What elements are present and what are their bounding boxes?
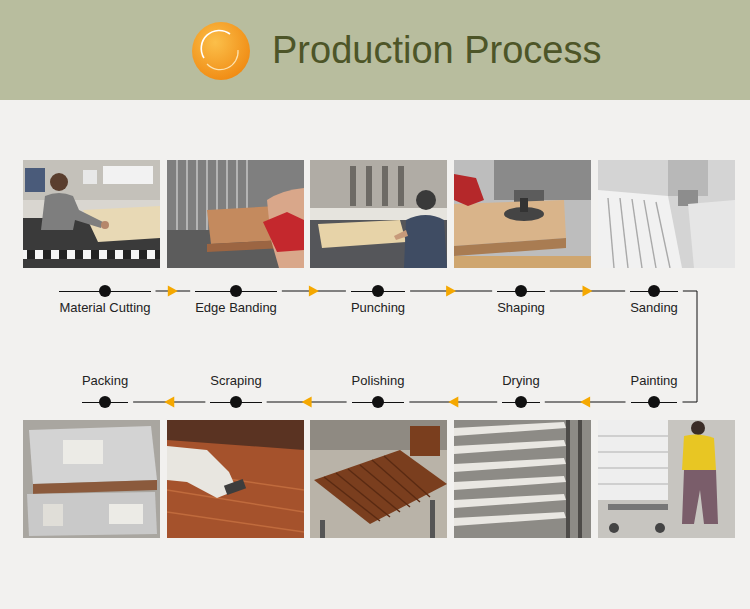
photo-edge-banding — [167, 160, 304, 268]
photo-polishing — [310, 420, 447, 538]
photo-scraping — [167, 420, 304, 538]
connector — [410, 286, 492, 297]
step-label: Painting — [631, 373, 678, 389]
timeline-dot — [99, 285, 111, 297]
step-label: Shaping — [497, 300, 545, 316]
process-step: Packing — [77, 373, 133, 408]
process-step: Painting — [626, 373, 683, 408]
step-label: Material Cutting — [59, 300, 150, 316]
arrow-head — [583, 286, 593, 297]
process-step: Punching — [346, 285, 410, 316]
step-label: Packing — [82, 373, 128, 389]
timeline-dot-row — [630, 285, 678, 297]
timeline-dot — [515, 396, 527, 408]
connector — [545, 397, 626, 408]
process-step: Shaping — [492, 285, 550, 316]
arrow-head — [164, 397, 174, 408]
step-label: Polishing — [352, 373, 405, 389]
process-step: Drying — [497, 373, 545, 408]
timeline-dot-row — [82, 396, 128, 408]
process-step: Material Cutting — [54, 285, 155, 316]
timeline-dot-row — [502, 396, 540, 408]
arrow-head — [168, 286, 178, 297]
connector — [550, 286, 625, 297]
timeline-dot-row — [351, 285, 405, 297]
timeline-dot — [99, 396, 111, 408]
connector — [156, 286, 191, 297]
process-step: Scraping — [205, 373, 266, 408]
timeline-dot — [515, 285, 527, 297]
title: Production Process — [272, 27, 602, 73]
connector-line — [682, 291, 697, 402]
step-label: Sanding — [630, 300, 678, 316]
connector — [409, 397, 497, 408]
connector — [133, 397, 205, 408]
timeline-dot — [648, 285, 660, 297]
arrow-head — [580, 397, 590, 408]
photo-shaping — [454, 160, 591, 268]
orange-circle-icon — [190, 20, 252, 82]
timeline-dot-row — [631, 396, 678, 408]
process-step: Polishing — [347, 373, 410, 408]
photo-drying — [454, 420, 591, 538]
photo-punching — [310, 160, 447, 268]
connector — [267, 397, 347, 408]
photo-painting — [598, 420, 735, 538]
connector — [282, 286, 346, 297]
timeline-dot-row — [195, 285, 277, 297]
photo-packing — [23, 420, 160, 538]
photo-cutting — [23, 160, 160, 268]
step-label: Scraping — [210, 373, 261, 389]
step-label: Edge Banding — [195, 300, 277, 316]
process-step: Sanding — [625, 285, 683, 316]
timeline-dot — [230, 396, 242, 408]
timeline-dot-row — [210, 396, 261, 408]
arrow-head — [448, 397, 458, 408]
timeline-dot-row — [352, 396, 405, 408]
connector — [682, 291, 697, 402]
timeline-dot — [230, 285, 242, 297]
photo-sanding — [598, 160, 735, 268]
step-label: Punching — [351, 300, 405, 316]
timeline-dot — [372, 396, 384, 408]
process-step: Edge Banding — [190, 285, 282, 316]
timeline-dot — [372, 285, 384, 297]
step-label: Drying — [502, 373, 540, 389]
timeline-dot — [648, 396, 660, 408]
timeline-dot-row — [497, 285, 545, 297]
arrow-head — [446, 286, 456, 297]
arrow-head — [302, 397, 312, 408]
timeline-dot-row — [59, 285, 150, 297]
arrow-head — [309, 286, 319, 297]
